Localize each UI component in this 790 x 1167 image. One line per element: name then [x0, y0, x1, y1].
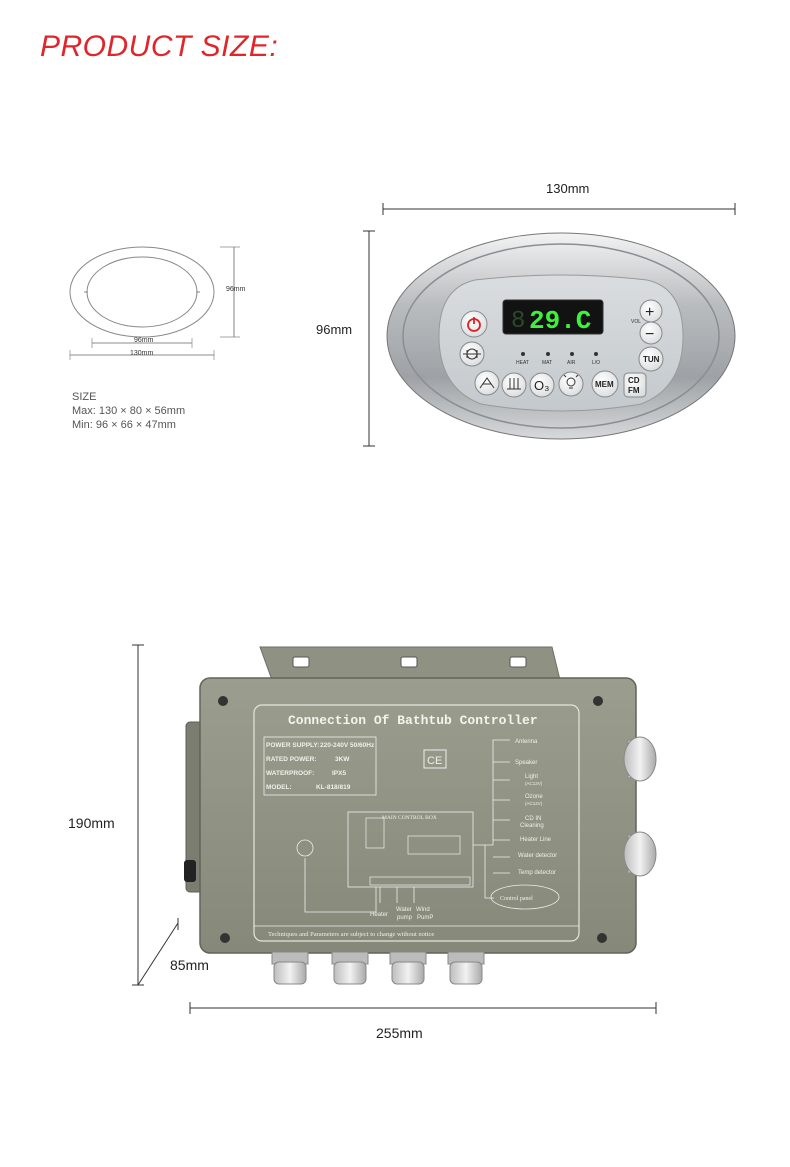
control-panel-ellipse — [490, 884, 560, 910]
sketch-height-label: 96mm — [226, 286, 246, 293]
massage-button[interactable] — [474, 370, 500, 396]
indicator-heat: HEAT — [516, 352, 529, 366]
wiring-label — [253, 704, 580, 942]
right-cable-gland-bottom — [623, 831, 657, 877]
label-heater: Heater — [370, 912, 388, 918]
spec-value-rated-power: 3KW — [335, 756, 350, 763]
spec-value-waterproof: IPX5 — [332, 770, 346, 777]
indicator-air: AIR — [567, 352, 576, 366]
bottom-cable-gland-2 — [331, 951, 369, 985]
heater-icon — [507, 378, 521, 390]
svg-text:MAT: MAT — [542, 360, 552, 366]
spa-control-panel: 8 29.C HEAT MAT AIR L/O O₃ — [386, 232, 736, 440]
right-cable-gland-top — [623, 736, 657, 782]
sketch-inner-width-label: 96mm — [134, 337, 154, 344]
wiring-label-title: Connection Of Bathtub Controller — [288, 713, 538, 728]
svg-text:HEAT: HEAT — [516, 360, 529, 366]
box-depth-dimension — [137, 918, 179, 986]
svg-text:CD: CD — [628, 376, 640, 385]
svg-text:L/O: L/O — [592, 360, 600, 366]
panel-width-dimension — [382, 203, 736, 215]
light-bulb-icon — [563, 374, 579, 389]
volume-down-button[interactable]: − — [639, 321, 663, 345]
label-cleaning: Cleaning — [520, 823, 544, 829]
size-spec-block: SIZE Max: 130 × 80 × 56mm Min: 96 × 66 ×… — [72, 390, 185, 432]
label-heater-line: Heater Line — [520, 837, 552, 843]
bottom-cable-gland-3 — [389, 951, 427, 985]
label-speaker: Speaker — [515, 760, 537, 766]
label-pump-2: PumP — [417, 915, 433, 921]
led-value: 29.C — [529, 306, 591, 336]
box-height-label: 190mm — [68, 815, 115, 831]
jet-icon — [463, 348, 481, 360]
label-antenna: Antenna — [515, 739, 538, 745]
box-depth-label: 85mm — [170, 957, 209, 973]
label-control-panel: Control panel — [500, 896, 533, 902]
main-control-box-outline — [347, 811, 474, 888]
bottom-cable-gland-1 — [271, 951, 309, 985]
svg-text:+: + — [645, 304, 654, 321]
panel-height-label: 96mm — [316, 322, 353, 337]
svg-text:AIR: AIR — [567, 360, 576, 366]
sketch-outer-width-label: 130mm — [130, 350, 154, 357]
vol-label: VOL — [631, 319, 641, 325]
label-water: Water — [396, 907, 412, 913]
ozone-button[interactable]: O₃ — [529, 372, 555, 398]
jet-button[interactable] — [459, 341, 485, 367]
spec-key-waterproof: WATERPROOF: — [266, 770, 314, 777]
label-cd-in: CD IN — [525, 816, 541, 822]
light-button[interactable] — [558, 371, 584, 397]
sketch-inner-ellipse — [86, 256, 198, 328]
label-ozone: Ozone — [525, 794, 543, 800]
spec-key-power-supply: POWER SUPPLY: — [266, 742, 319, 749]
spec-value-model: KL-818/819 — [316, 784, 351, 791]
massage-icon — [479, 377, 495, 389]
volume-up-button[interactable]: + — [639, 299, 663, 323]
label-light: Light — [525, 774, 538, 780]
panel-width-label: 130mm — [546, 181, 590, 196]
ce-mark: CE — [427, 755, 442, 767]
tun-button[interactable]: TUN — [638, 346, 664, 372]
size-min: Min: 96 × 66 × 47mm — [72, 419, 176, 431]
led-prefix: 8 — [511, 308, 525, 335]
sketch-outer-ellipse — [69, 246, 215, 338]
panel-face — [438, 274, 684, 412]
svg-text:MEM: MEM — [595, 380, 614, 389]
panel-height-dimension — [363, 230, 375, 447]
svg-text:TUN: TUN — [643, 355, 660, 364]
svg-text:−: − — [645, 326, 654, 343]
svg-text:O₃: O₃ — [534, 378, 549, 393]
footer-note: Techniques and Parameters are subject to… — [268, 931, 434, 938]
page-title: PRODUCT SIZE: — [40, 30, 279, 63]
size-max: Max: 130 × 80 × 56mm — [72, 405, 186, 417]
heater-button[interactable] — [501, 372, 527, 398]
led-display — [502, 299, 604, 335]
cd-fm-button[interactable]: CD FM — [623, 372, 647, 398]
ce-mark-box — [423, 749, 447, 769]
spec-key-rated-power: RATED POWER: — [266, 756, 316, 763]
box-width-dimension — [189, 1002, 657, 1014]
label-ozone-voltage: (AC12V) — [525, 801, 543, 806]
mem-button[interactable]: MEM — [591, 370, 619, 398]
power-button[interactable] — [460, 310, 488, 338]
main-control-box-label: MAIN CONTROL BOX — [382, 815, 437, 821]
label-water-detector: Water detector — [518, 853, 557, 859]
size-title: SIZE — [72, 391, 97, 403]
plug-icon — [296, 839, 314, 857]
spec-value-power-supply: 220-240V 50/60Hz — [320, 742, 375, 749]
box-width-label: 255mm — [376, 1025, 423, 1041]
bottom-cable-gland-4 — [447, 951, 485, 985]
svg-text:FM: FM — [628, 386, 640, 395]
size-sketch — [69, 246, 240, 360]
indicator-lo: L/O — [592, 352, 600, 366]
label-pump: pump — [397, 915, 413, 921]
spec-key-model: MODEL: — [266, 784, 292, 791]
label-wind: Wind — [416, 907, 430, 913]
label-temp-detector: Temp detector — [518, 870, 556, 876]
indicator-mat: MAT — [542, 352, 552, 366]
controller-box: Connection Of Bathtub Controller POWER S… — [184, 646, 657, 985]
label-light-voltage: (AC12V) — [525, 781, 543, 786]
